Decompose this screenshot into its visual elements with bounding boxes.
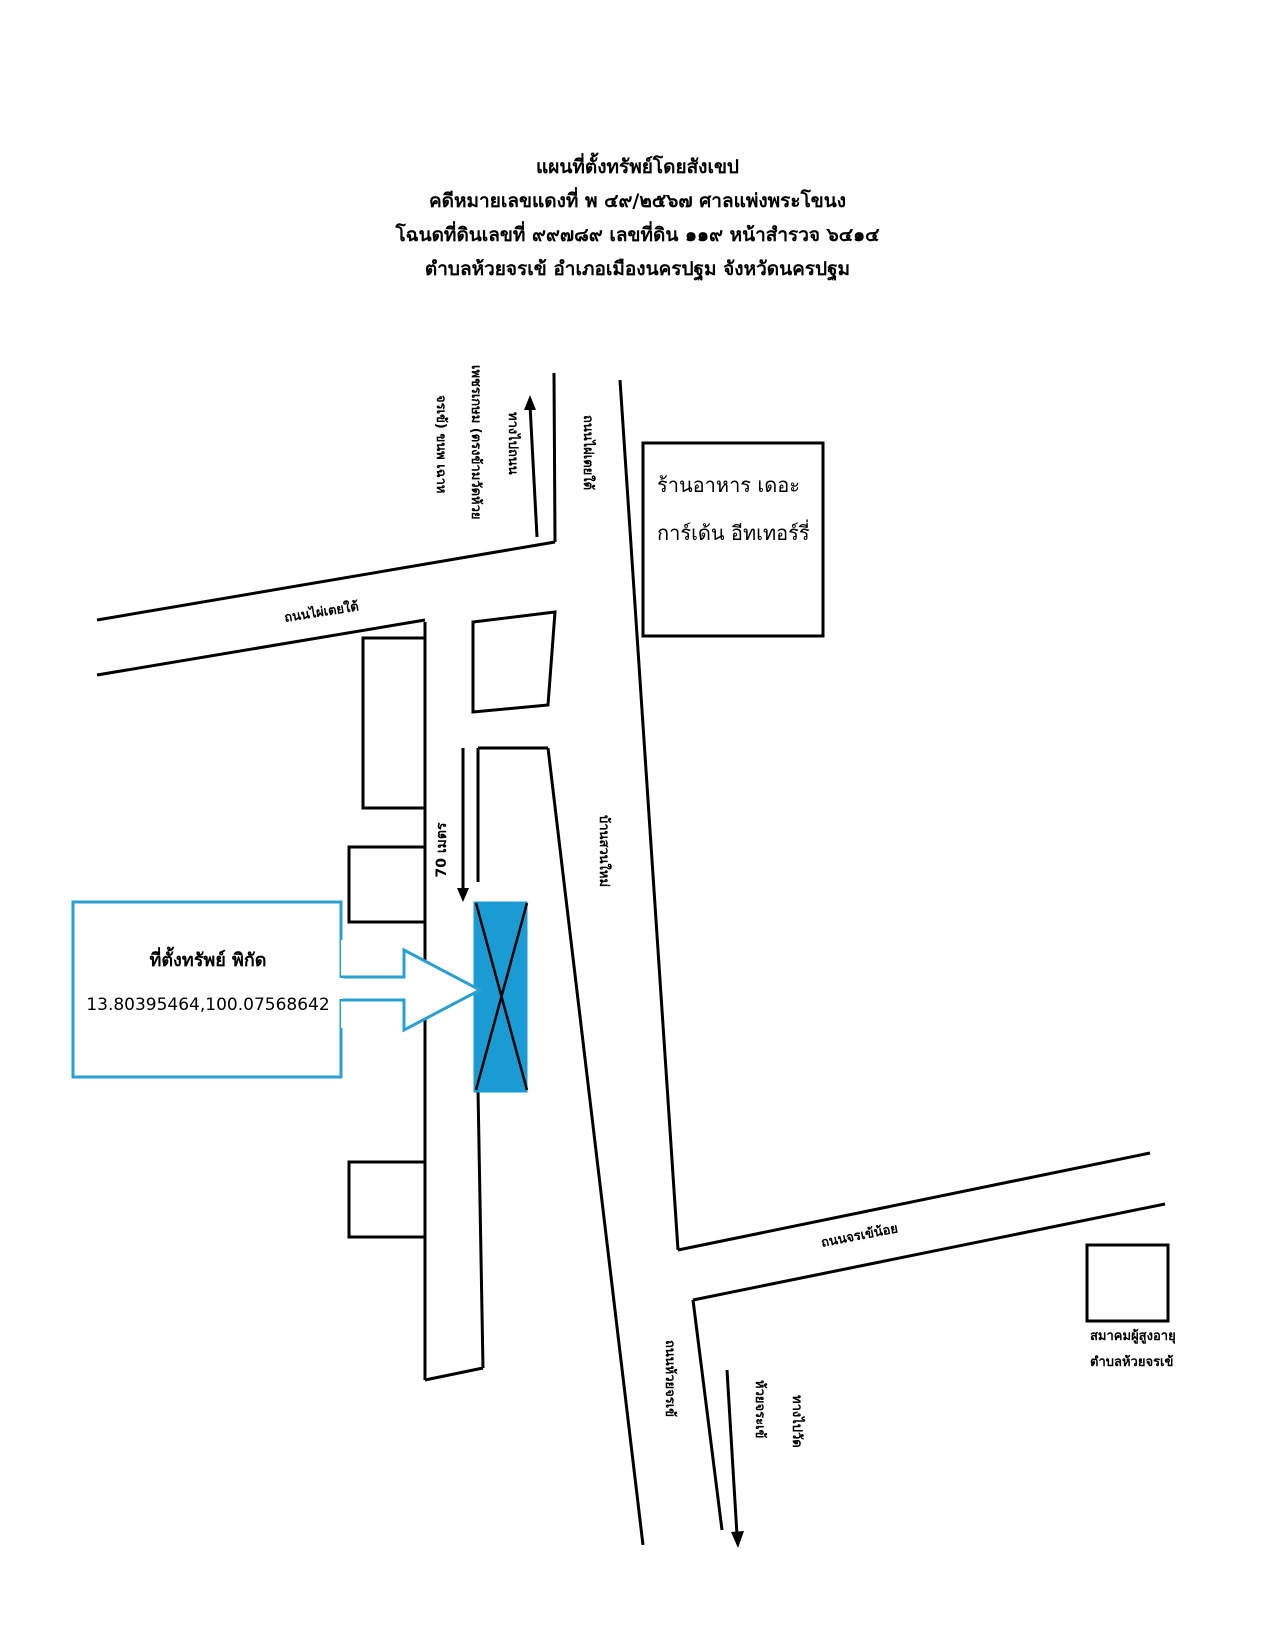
building-left-1 <box>361 636 427 810</box>
label-road-ban-suan-mai: บ้านสวนใหม่ <box>596 815 613 887</box>
direction-arrows <box>457 395 744 1548</box>
arrow-to-wat-shaft <box>725 1369 739 1536</box>
road-chorakhe-noi-bottom-edge <box>692 1202 1166 1302</box>
building-left-2 <box>347 845 427 924</box>
label-to-road-line2: เพชรเกษม (ตรงข้ามวัดห้วย <box>468 365 484 520</box>
building-left-3 <box>347 1160 427 1239</box>
label-elderly-assoc-line2: ตำบลห้วยจรเข้ <box>1090 1354 1173 1370</box>
road-ban-suan-mai-edge <box>546 747 645 1546</box>
label-road-phai-toei-tai-v: ถนนไผ่เตยใต้ <box>580 415 597 490</box>
label-to-wat-line2: ห้วยจระเข้ <box>752 1380 768 1438</box>
arrow-to-phetkasem-head <box>524 395 536 410</box>
property-callout: ที่ตั้งทรัพย์ พิกัด 13.80395464,100.0756… <box>71 900 484 1079</box>
map-title-block: แผนที่ตั้งทรัพย์โดยสังเขป คดีหมายเลขแดงท… <box>0 150 1275 286</box>
label-elderly-assoc-line1: สมาคมผู้สูงอายุ <box>1090 1328 1176 1344</box>
title-line-1: แผนที่ตั้งทรัพย์โดยสังเขป <box>536 156 739 178</box>
road-chorakhe-noi-top-edge <box>677 1151 1151 1252</box>
label-road-chorakhe-noi: ถนนจรเข้น้อย <box>820 1220 900 1251</box>
arrow-to-wat-head <box>731 1531 744 1548</box>
lane-right-edge-lower <box>476 1089 485 1369</box>
property-cross-line-2 <box>474 902 529 1091</box>
road-phai-toei-tai-top-edge <box>96 540 556 622</box>
callout-box <box>71 900 343 1079</box>
label-road-phai-toei-tai-h: ถนนไผ่เตยใต้ <box>283 597 360 626</box>
road-huai-chorakhe-edge <box>691 1299 724 1531</box>
road-to-phetkasem-edge <box>552 372 557 543</box>
arrow-70m-head <box>457 888 469 902</box>
label-restaurant-line2: การ์เด้น อีทเทอร์รี่ <box>657 519 810 545</box>
label-distance: 70 เมตร <box>434 822 450 877</box>
label-road-huai-chorakhe: ถนนห้วยจรเข้ <box>662 1340 678 1417</box>
label-to-wat: ทางไปวัด <box>789 1395 806 1448</box>
label-to-road-line3: จรเข้) ขนพ เฉาห <box>433 395 449 493</box>
plot-junction <box>471 610 557 714</box>
label-restaurant-line1: ร้านอาหาร เดอะ <box>657 473 800 497</box>
building-outlines <box>347 441 1170 1323</box>
restaurant-building <box>641 441 825 638</box>
title-line-2: คดีหมายเลขแดงที่ พ ๔๙/๒๕๖๗ ศาลแพ่งพระโขน… <box>428 190 847 212</box>
callout-title: ที่ตั้งทรัพย์ พิกัด <box>149 946 266 971</box>
title-line-3: โฉนดที่ดินเลขที่ ๙๙๗๘๙ เลขที่ดิน ๑๑๙ หน้… <box>395 224 880 246</box>
elderly-association-building <box>1085 1243 1170 1323</box>
title-line-4: ตำบลห้วยจรเข้ อำเภอเมืองนครปฐม จังหวัดนค… <box>424 258 851 280</box>
lane-bottom-edge <box>424 1366 484 1382</box>
label-to-road: ทางไปถนน <box>505 412 522 475</box>
callout-arrow <box>341 947 484 1033</box>
callout-coordinates: 13.80395464,100.07568642 <box>86 995 329 1015</box>
property-marker <box>473 901 529 1093</box>
road-phai-toei-tai-bottom-edge <box>96 618 426 677</box>
arrow-to-phetkasem-shaft <box>528 404 539 538</box>
road-phai-toei-tai-vertical-edge <box>618 379 680 1251</box>
